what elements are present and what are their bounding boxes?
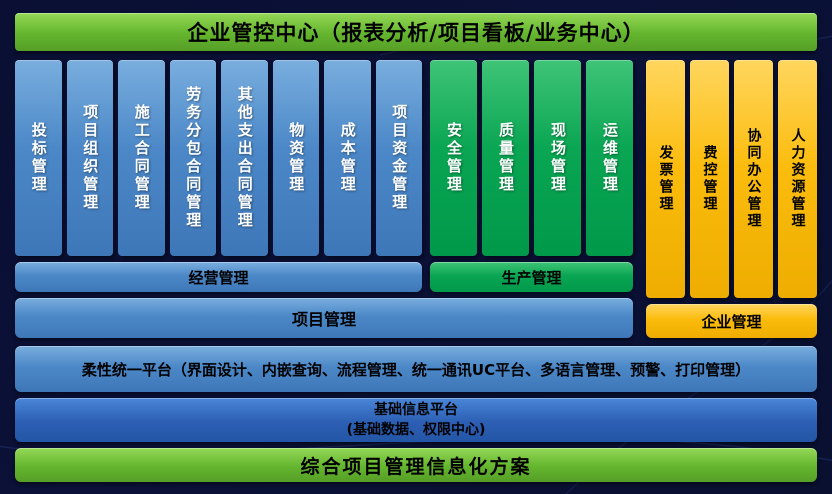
bar-unified-platform-label: 柔性统一平台（界面设计、内嵌查询、流程管理、统一通讯UC平台、多语言管理、预警、… bbox=[81, 360, 751, 379]
bar-business-mgmt: 经营管理 bbox=[15, 262, 422, 292]
module-expense-control: 费控管理 bbox=[690, 60, 729, 298]
module-label: 质量管理 bbox=[497, 122, 515, 194]
header-banner: 企业管控中心（报表分析/项目看板/业务中心） bbox=[15, 13, 817, 51]
module-label: 施工合同管理 bbox=[132, 104, 151, 212]
module-label: 人力资源管理 bbox=[789, 128, 806, 230]
module-collab-office: 协同办公管理 bbox=[734, 60, 773, 298]
module-cost: 成本管理 bbox=[324, 60, 371, 256]
module-project-funds: 项目资金管理 bbox=[375, 60, 422, 256]
module-materials: 物资管理 bbox=[272, 60, 319, 256]
module-label: 成本管理 bbox=[338, 122, 357, 194]
module-label: 物资管理 bbox=[287, 122, 306, 194]
module-label: 运维管理 bbox=[601, 122, 619, 194]
module-quality: 质量管理 bbox=[482, 60, 529, 256]
module-site: 现场管理 bbox=[534, 60, 581, 256]
module-label: 其他支出合同管理 bbox=[235, 86, 254, 230]
module-invoice: 发票管理 bbox=[646, 60, 685, 298]
module-other-expense-contract: 其他支出合同管理 bbox=[221, 60, 268, 256]
bar-enterprise-mgmt-label: 企业管理 bbox=[701, 312, 762, 331]
production-module-group: 安全管理 质量管理 现场管理 运维管理 bbox=[430, 60, 633, 256]
enterprise-module-group: 发票管理 费控管理 协同办公管理 人力资源管理 bbox=[646, 60, 817, 298]
module-construction-contract: 施工合同管理 bbox=[118, 60, 165, 256]
module-labor-subcontract: 劳务分包合同管理 bbox=[169, 60, 216, 256]
footer-banner: 综合项目管理信息化方案 bbox=[15, 448, 817, 482]
module-project-org: 项目组织管理 bbox=[66, 60, 113, 256]
footer-title: 综合项目管理信息化方案 bbox=[300, 455, 532, 478]
bar-base-platform-subtitle: (基础数据、权限中心) bbox=[346, 422, 486, 438]
bar-production-mgmt: 生产管理 bbox=[430, 262, 633, 292]
bar-project-mgmt: 项目管理 bbox=[15, 298, 633, 338]
bar-business-mgmt-label: 经营管理 bbox=[188, 268, 249, 287]
module-label: 项目组织管理 bbox=[81, 104, 100, 212]
header-title: 企业管控中心（报表分析/项目看板/业务中心） bbox=[187, 21, 645, 45]
bar-enterprise-mgmt: 企业管理 bbox=[646, 304, 817, 338]
bar-production-mgmt-label: 生产管理 bbox=[501, 268, 562, 287]
module-label: 费控管理 bbox=[701, 145, 718, 213]
module-label: 现场管理 bbox=[549, 122, 567, 194]
module-label: 项目资金管理 bbox=[390, 104, 409, 212]
bar-project-mgmt-label: 项目管理 bbox=[291, 310, 356, 329]
business-module-group: 投标管理 项目组织管理 施工合同管理 劳务分包合同管理 其他支出合同管理 物资管… bbox=[15, 60, 422, 256]
bar-base-platform: 基础信息平台 (基础数据、权限中心) bbox=[15, 398, 817, 442]
module-columns-row: 投标管理 项目组织管理 施工合同管理 劳务分包合同管理 其他支出合同管理 物资管… bbox=[15, 60, 817, 298]
module-label: 安全管理 bbox=[445, 122, 463, 194]
module-label: 协同办公管理 bbox=[745, 128, 762, 230]
module-label: 投标管理 bbox=[29, 122, 48, 194]
module-label: 发票管理 bbox=[657, 145, 674, 213]
bar-base-platform-title: 基础信息平台 bbox=[374, 401, 458, 418]
module-hr: 人力资源管理 bbox=[778, 60, 817, 298]
module-bidding: 投标管理 bbox=[15, 60, 62, 256]
module-safety: 安全管理 bbox=[430, 60, 477, 256]
bar-unified-platform: 柔性统一平台（界面设计、内嵌查询、流程管理、统一通讯UC平台、多语言管理、预警、… bbox=[15, 346, 817, 392]
module-operations: 运维管理 bbox=[586, 60, 633, 256]
module-label: 劳务分包合同管理 bbox=[184, 86, 203, 230]
